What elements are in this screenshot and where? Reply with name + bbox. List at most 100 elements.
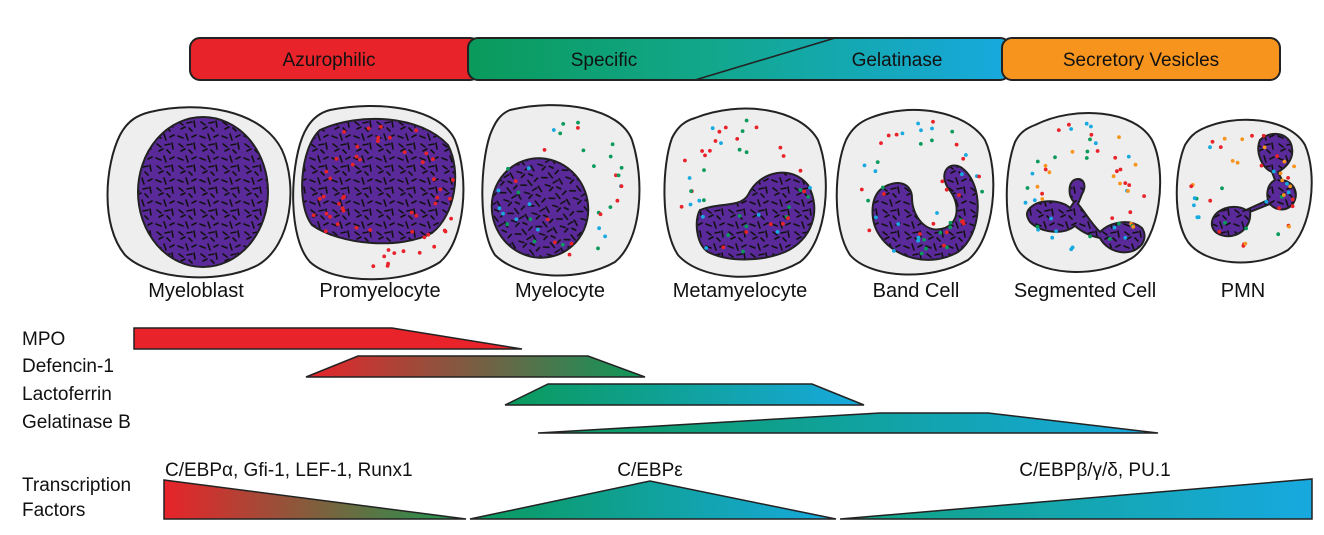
granule-dot (798, 168, 803, 173)
granule-dot (802, 189, 807, 194)
granule-dot (954, 142, 959, 147)
granule-dot (879, 141, 883, 146)
cell-label: Myelocyte (515, 280, 605, 302)
granule-dot (787, 205, 791, 210)
granule-dot (1049, 216, 1053, 221)
cell-label: Metamyelocyte (673, 280, 808, 302)
granule-dot (737, 214, 742, 218)
granule-dot (1243, 241, 1248, 246)
granule-dot (603, 234, 607, 239)
granule-dot (1023, 200, 1028, 205)
granule-dot (702, 168, 706, 173)
granules (311, 125, 455, 269)
granule-dot (1070, 245, 1075, 250)
tf-group3-wedge (839, 478, 1313, 520)
granule-dot (1131, 225, 1136, 229)
granule-dot (334, 157, 339, 161)
granule-dot (916, 121, 920, 126)
granule-dot (581, 148, 586, 153)
granule-dot (449, 216, 453, 221)
specific-label: Specific (571, 50, 638, 71)
granule-dot (553, 240, 557, 245)
granule-dot (1286, 176, 1290, 180)
granule-dot (1050, 235, 1055, 240)
granule-dot (608, 205, 613, 210)
granule-dot (1084, 156, 1089, 160)
granule-dot (916, 235, 921, 240)
granule-dot (337, 202, 341, 206)
granule-dot (1035, 184, 1040, 189)
granule-dot (867, 228, 872, 233)
cell-myeloblast (106, 106, 292, 279)
granule-dot (1126, 189, 1130, 193)
granule-dot (737, 147, 742, 152)
granule-dot (417, 250, 422, 255)
cell-labels: Myeloblast Promyelocyte Myelocyte Metamy… (148, 280, 1265, 302)
granule-dot (1053, 155, 1057, 160)
granule-dot (341, 208, 346, 213)
granule-dot (392, 251, 397, 256)
granule-dot (1032, 198, 1037, 203)
granule-dot (778, 145, 783, 150)
granule-dot (1127, 183, 1132, 188)
tf-group1-wedge (163, 479, 467, 520)
granule-dot (1235, 160, 1240, 165)
granule-dot (532, 239, 537, 244)
granule-dot (401, 249, 406, 254)
granule-dot (702, 198, 706, 203)
defencin-wedge (305, 355, 646, 378)
lactoferrin-wedge (504, 383, 865, 406)
granule-dot (1280, 178, 1285, 183)
granule-dot (1110, 216, 1115, 221)
granule-dot (1264, 199, 1269, 204)
granule-dot (388, 135, 392, 140)
granule-dot (1035, 224, 1040, 229)
granule-dot (422, 235, 427, 240)
granule-dot (1035, 159, 1040, 164)
granule-dot (1084, 121, 1089, 126)
granule-dot (341, 196, 345, 200)
granule-dot (432, 244, 437, 249)
granule-dot (960, 172, 964, 177)
granule-dot (328, 176, 333, 181)
granule-dot (324, 211, 329, 216)
granule-dot (744, 118, 749, 123)
granule-dot (402, 150, 407, 155)
granule-dot (964, 153, 968, 157)
granule-dot (1030, 171, 1035, 176)
granule-dot (335, 222, 340, 227)
protein-label-defencin: Defencin-1 (22, 356, 114, 377)
granule-dot (918, 142, 923, 146)
granule-dot (366, 126, 371, 131)
granule-dot (1036, 227, 1040, 232)
granule-dot (1259, 163, 1264, 168)
granule-dot (551, 128, 556, 132)
nucleus (1026, 178, 1146, 254)
granule-dot (545, 217, 550, 222)
granule-dot (1043, 167, 1048, 172)
granule-dot (980, 189, 984, 194)
granule-dot (1261, 133, 1266, 138)
granule-dot (944, 230, 949, 235)
granule-dot (701, 214, 705, 219)
nucleus (301, 117, 457, 245)
granule-dot (882, 192, 886, 196)
granule-dot (328, 214, 332, 219)
granule-dot (513, 179, 518, 184)
granule-dot (311, 213, 316, 218)
granule-dot (619, 165, 624, 170)
granule-dot (376, 139, 380, 144)
granule-dot (950, 129, 955, 134)
gelatinase-b-wedge (537, 412, 1159, 434)
granule-dot (1126, 154, 1131, 159)
granule-dot (1123, 181, 1128, 186)
granule-dot (866, 198, 870, 203)
granule-dot (616, 173, 621, 178)
cell-myelocyte (481, 104, 641, 277)
granule-dot (961, 221, 966, 226)
granule-dot (536, 227, 540, 232)
granule-dot (435, 195, 440, 200)
granule-dot (342, 130, 346, 134)
granules (1023, 121, 1146, 252)
tf-label-line1: Transcription (22, 475, 131, 496)
